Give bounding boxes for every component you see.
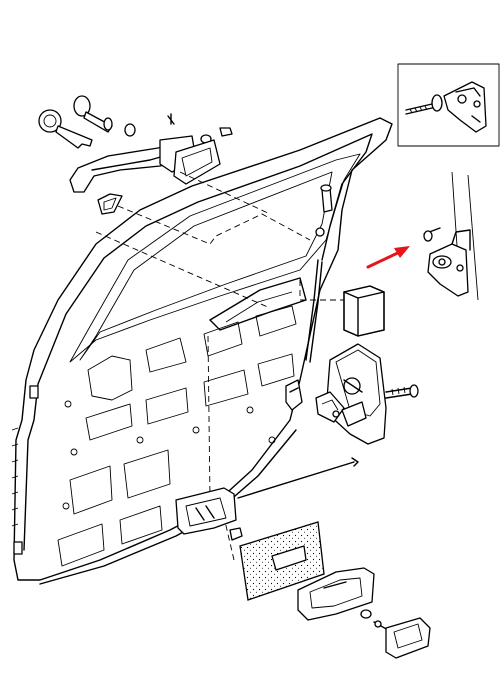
inset-detail-box bbox=[397, 63, 500, 147]
door-linkage bbox=[209, 184, 333, 363]
door-shell bbox=[11, 117, 393, 585]
outer-handle bbox=[69, 135, 221, 193]
door-lock-mechanism bbox=[315, 343, 419, 445]
striker-bracket bbox=[427, 229, 471, 297]
retaining-clip bbox=[285, 379, 303, 411]
connecting-rod bbox=[237, 457, 359, 499]
foam-block-upper bbox=[343, 285, 385, 337]
handle-bezel bbox=[373, 617, 431, 659]
inner-panel-openings bbox=[57, 305, 297, 567]
remote-control-lever bbox=[175, 487, 243, 541]
red-arrow-icon bbox=[366, 246, 410, 269]
inset-hinge-bracket bbox=[443, 81, 487, 133]
inner-handle bbox=[297, 567, 375, 621]
foam-block-lower bbox=[239, 521, 325, 601]
lock-cylinder-key bbox=[38, 95, 233, 149]
striker-screw bbox=[423, 227, 441, 242]
inset-screw bbox=[405, 94, 443, 115]
handle-insert bbox=[97, 193, 123, 215]
